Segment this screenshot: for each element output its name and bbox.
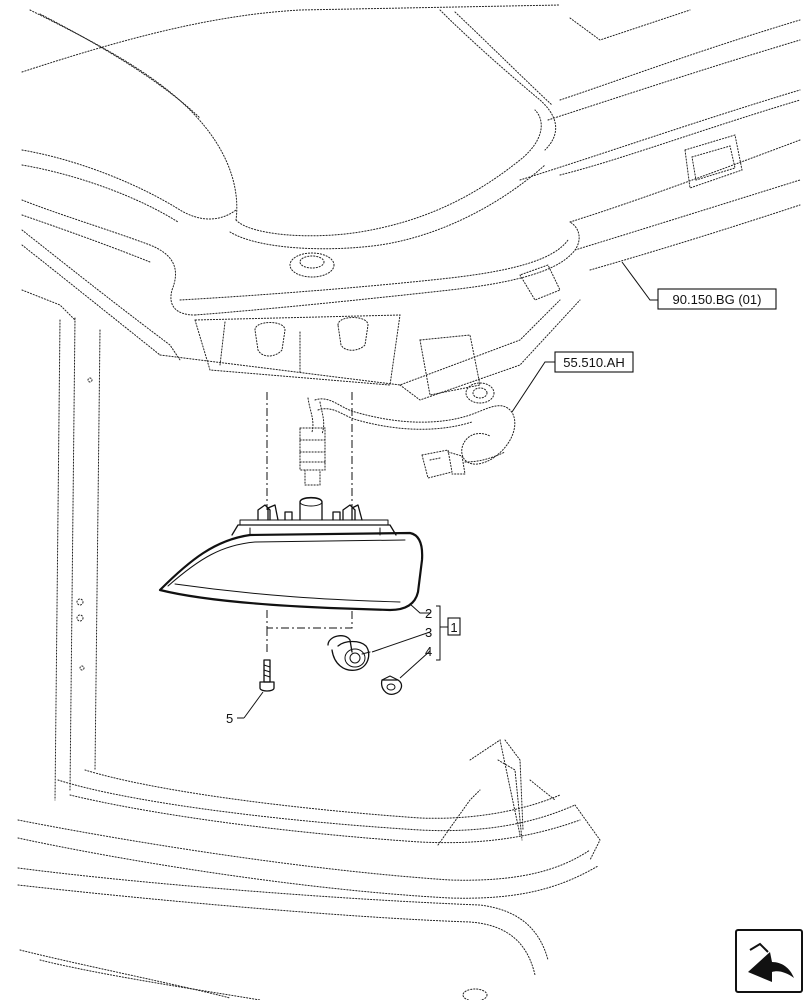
item-3-label: 3 [425,625,432,640]
item-2-label: 2 [425,606,432,621]
ref-harness-label: 55.510.AH [563,355,624,370]
wiring-harness [299,382,516,486]
ref-roof-label: 90.150.BG (01) [673,292,762,307]
callout-ref-harness[interactable]: 55.510.AH [554,351,634,373]
kit-label: 1 [450,620,457,635]
bulb-holder [327,635,371,671]
return-arrow-icon[interactable] [735,929,803,993]
callout-ref-roof[interactable]: 90.150.BG (01) [657,288,777,310]
callout-kit: 1 [447,617,461,636]
leader-lines [237,261,658,719]
cab-roof [17,4,801,1000]
work-lamp [158,496,424,612]
item-4-label: 4 [425,644,432,659]
screw [259,659,275,692]
item-5-label: 5 [226,711,233,726]
assembly-lines [266,392,353,652]
bulb [380,675,403,695]
